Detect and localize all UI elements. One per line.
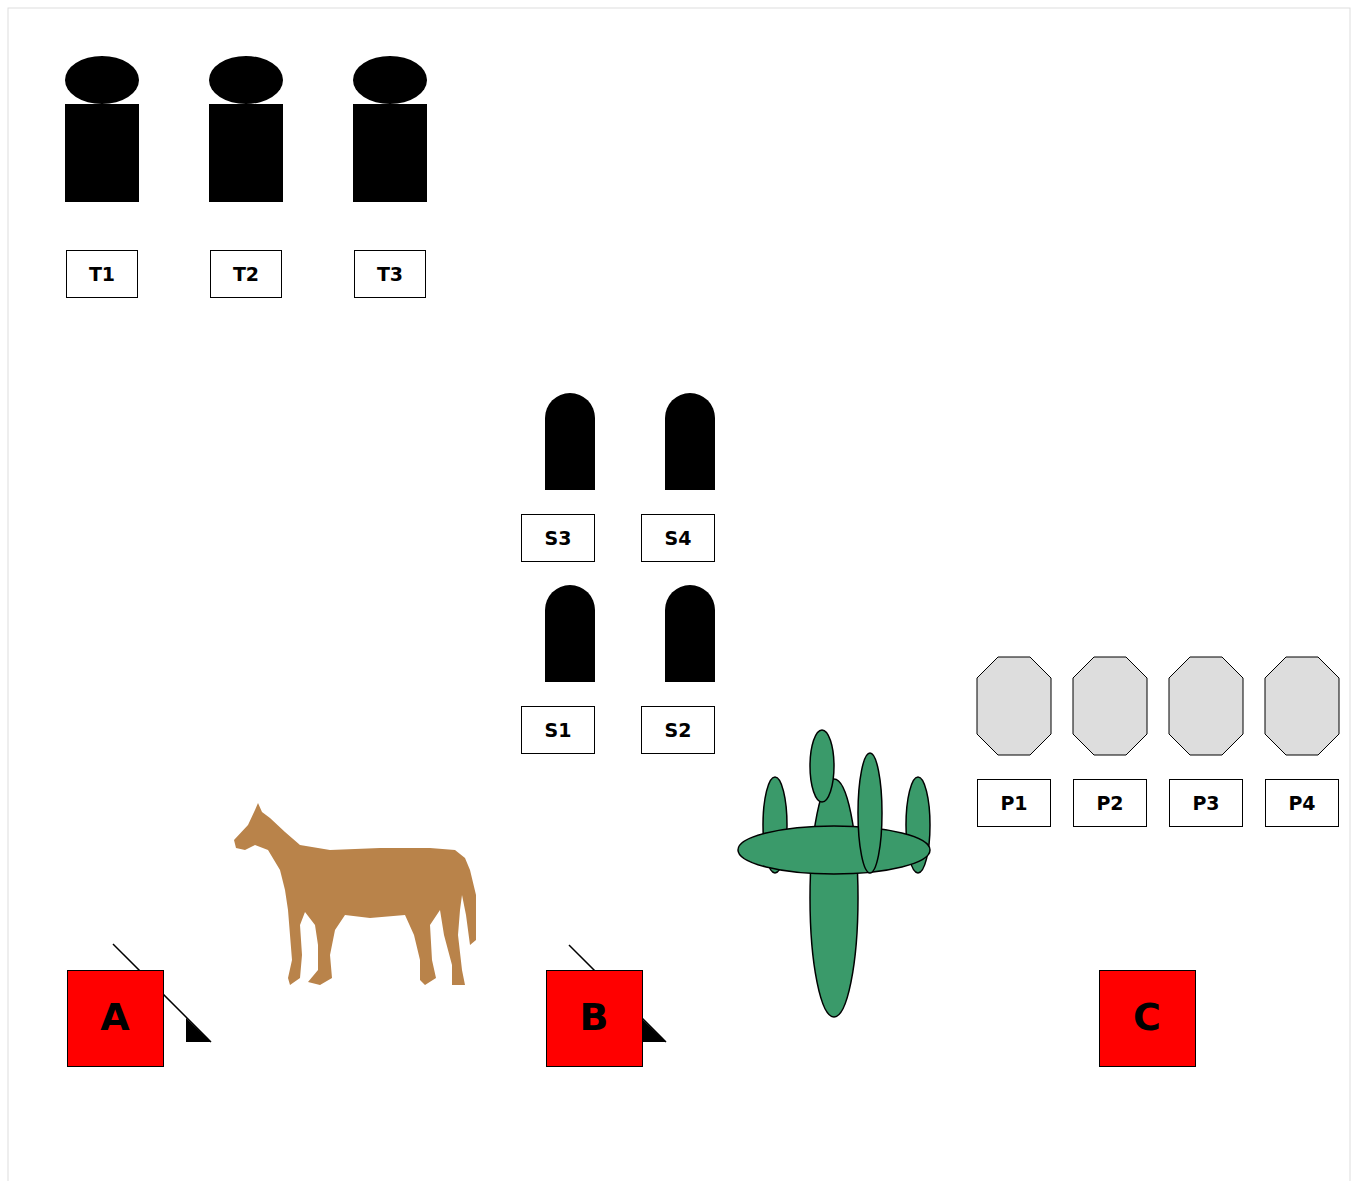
label-box: S2	[641, 706, 715, 754]
callout-number: S3	[545, 528, 572, 549]
arch-shape	[545, 585, 595, 682]
figure-head	[65, 56, 139, 104]
cactus-arm	[810, 730, 834, 802]
figure-body	[209, 104, 283, 202]
marker-letter: C	[1133, 997, 1161, 1039]
callout-number: P2	[1096, 793, 1123, 814]
arch-shape	[665, 393, 715, 490]
label-box: T3	[354, 250, 426, 298]
octagon-shape	[1073, 657, 1147, 755]
flag-triangle	[641, 1018, 666, 1042]
label-box: P1	[977, 779, 1051, 827]
marker-box: C	[1099, 970, 1196, 1067]
label-box: S3	[521, 514, 595, 562]
figure-body	[65, 104, 139, 202]
callout-number: P4	[1288, 793, 1315, 814]
arch-shape	[665, 585, 715, 682]
octagons	[977, 657, 1339, 755]
marker-letter: B	[580, 997, 609, 1039]
callout-number: P1	[1000, 793, 1027, 814]
callout-number: S2	[665, 720, 692, 741]
marker-letter: A	[100, 997, 129, 1039]
label-box: T1	[66, 250, 138, 298]
horse-figure	[234, 803, 476, 985]
label-box: P3	[1169, 779, 1243, 827]
callout-number: S1	[545, 720, 572, 741]
callout-number: T1	[89, 264, 115, 285]
frame	[8, 8, 1350, 1181]
callout-number: T3	[377, 264, 403, 285]
label-box: S4	[641, 514, 715, 562]
arch-shape	[545, 393, 595, 490]
label-box: T2	[210, 250, 282, 298]
callout-number: P3	[1192, 793, 1219, 814]
callout-number: S4	[665, 528, 692, 549]
label-box: P2	[1073, 779, 1147, 827]
marker-box: B	[546, 970, 643, 1067]
callout-number: T2	[233, 264, 259, 285]
arch-shapes	[545, 393, 715, 682]
label-box: S1	[521, 706, 595, 754]
figure-head	[209, 56, 283, 104]
octagon-shape	[977, 657, 1051, 755]
octagon-shape	[1169, 657, 1243, 755]
octagon-shape	[1265, 657, 1339, 755]
figure-head	[353, 56, 427, 104]
cactus-figure	[738, 730, 930, 1017]
marker-box: A	[67, 970, 164, 1067]
cactus-pad	[738, 826, 930, 874]
label-box: P4	[1265, 779, 1339, 827]
flag-triangle	[186, 1018, 211, 1042]
figure-body	[353, 104, 427, 202]
cactus-trunk	[810, 779, 858, 1017]
cactus-arm	[858, 753, 882, 873]
tall-figures	[65, 56, 427, 202]
